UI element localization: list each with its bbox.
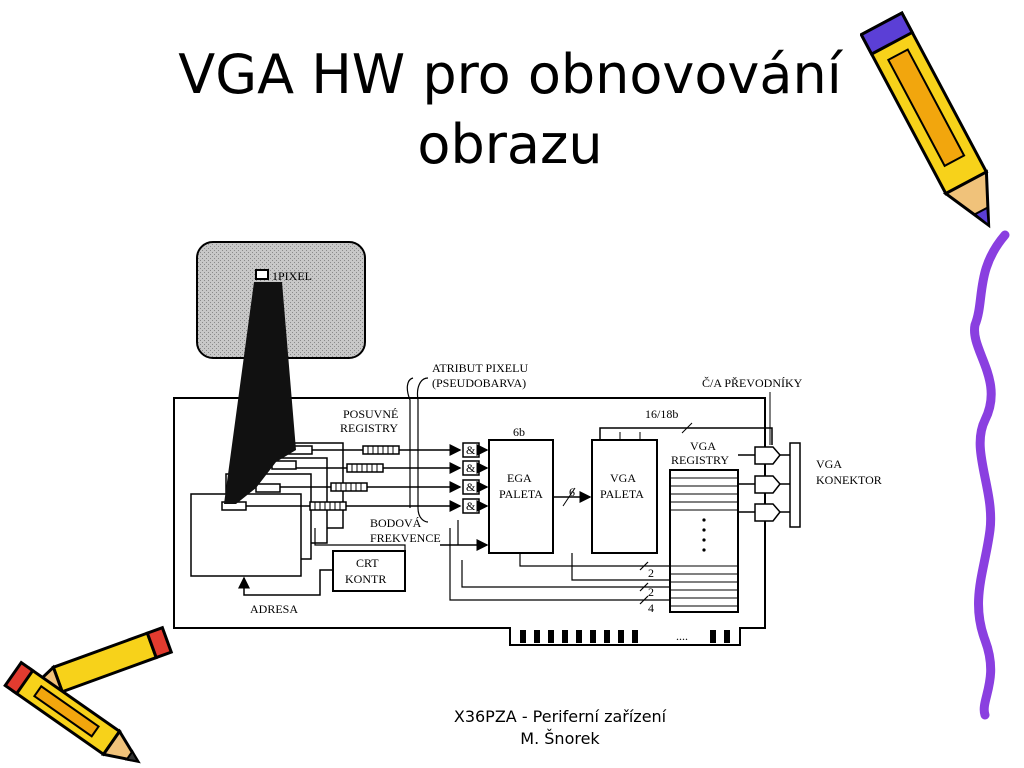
- bus-2b-label: 2: [648, 585, 654, 599]
- vga-palette-block: [591, 439, 658, 554]
- pins-ellipsis: ....: [676, 629, 688, 643]
- gate-symbol-4: &: [466, 499, 476, 513]
- dac-label: Č/A PŘEVODNÍKY: [702, 376, 803, 390]
- conn-label-1: VGA: [816, 457, 842, 471]
- crt-label-1: CRT: [356, 556, 379, 570]
- vga-pal-label-2: PALETA: [600, 487, 644, 501]
- attr-label-1: ATRIBUT PIXELU: [432, 361, 528, 375]
- vga-reg-label-2: REGISTRY: [671, 453, 729, 467]
- conn-label-2: KONEKTOR: [816, 473, 882, 487]
- shift-label-2: REGISTRY: [340, 421, 398, 435]
- control-buses: [461, 553, 670, 605]
- bod-label-2: FREKVENCE: [370, 531, 441, 545]
- shift-register-ticks: [314, 446, 394, 510]
- bod-label-1: BODOVÁ: [370, 516, 422, 530]
- vga-reg-label-1: VGA: [690, 439, 716, 453]
- shift-label-1: POSUVNÉ: [343, 407, 398, 421]
- gate-to-ega-arrows: [476, 444, 489, 512]
- footer-line-1: X36PZA - Periferní zařízení: [453, 707, 667, 726]
- adresa-label: ADRESA: [250, 602, 298, 616]
- attr-label-2: (PSEUDOBARVA): [432, 376, 526, 390]
- slide-footer: X36PZA - Periferní zařízení M. Šnorek: [380, 706, 740, 750]
- bus-2a-label: 2: [648, 566, 654, 580]
- edge-connector-pins: [520, 630, 730, 643]
- vga-to-dac-bus: [599, 427, 773, 445]
- gate-symbol-1: &: [466, 443, 476, 457]
- pixel-label: 1PIXEL: [272, 269, 312, 283]
- width-6b-label: 6b: [513, 425, 525, 439]
- plane-to-register-lines: [246, 449, 363, 507]
- title-line-2: obrazu: [417, 113, 603, 176]
- title-line-1: VGA HW pro obnovování: [178, 43, 842, 106]
- pixel-marker: [255, 269, 269, 280]
- pencil-top-right-icon: [860, 10, 991, 229]
- width-16-18b-label: 16/18b: [645, 407, 678, 421]
- vga-register-vdots: [702, 518, 706, 552]
- purple-squiggle-icon: [970, 230, 1010, 720]
- attr-brace: [416, 377, 429, 523]
- gate-symbol-2: &: [466, 461, 476, 475]
- vga-connector-bar: [789, 442, 801, 528]
- and-gates: & & & &: [462, 442, 480, 514]
- slide-title: VGA HW pro obnovování obrazu: [150, 40, 870, 180]
- register-to-gate-arrows: [346, 444, 462, 512]
- bus-6-label: 6: [569, 485, 575, 499]
- bus-4-label: 4: [648, 601, 654, 615]
- ega-label-2: PALETA: [499, 487, 543, 501]
- ega-palette-block: [488, 439, 554, 554]
- footer-line-2: M. Šnorek: [520, 729, 600, 748]
- vga-board-outline: [173, 397, 766, 646]
- crt-address-line: [238, 569, 333, 596]
- crt-controller-block: [332, 550, 406, 592]
- ega-label-1: EGA: [507, 471, 532, 485]
- pencils-bottom-left-icon: [3, 625, 174, 764]
- crt-label-2: KONTR: [345, 572, 386, 586]
- pixel-beam: [224, 282, 296, 504]
- gate-symbol-3: &: [466, 480, 476, 494]
- vga-register-rows: [670, 477, 738, 607]
- dac-converters: [754, 446, 781, 522]
- vga-pal-label-1: VGA: [610, 471, 636, 485]
